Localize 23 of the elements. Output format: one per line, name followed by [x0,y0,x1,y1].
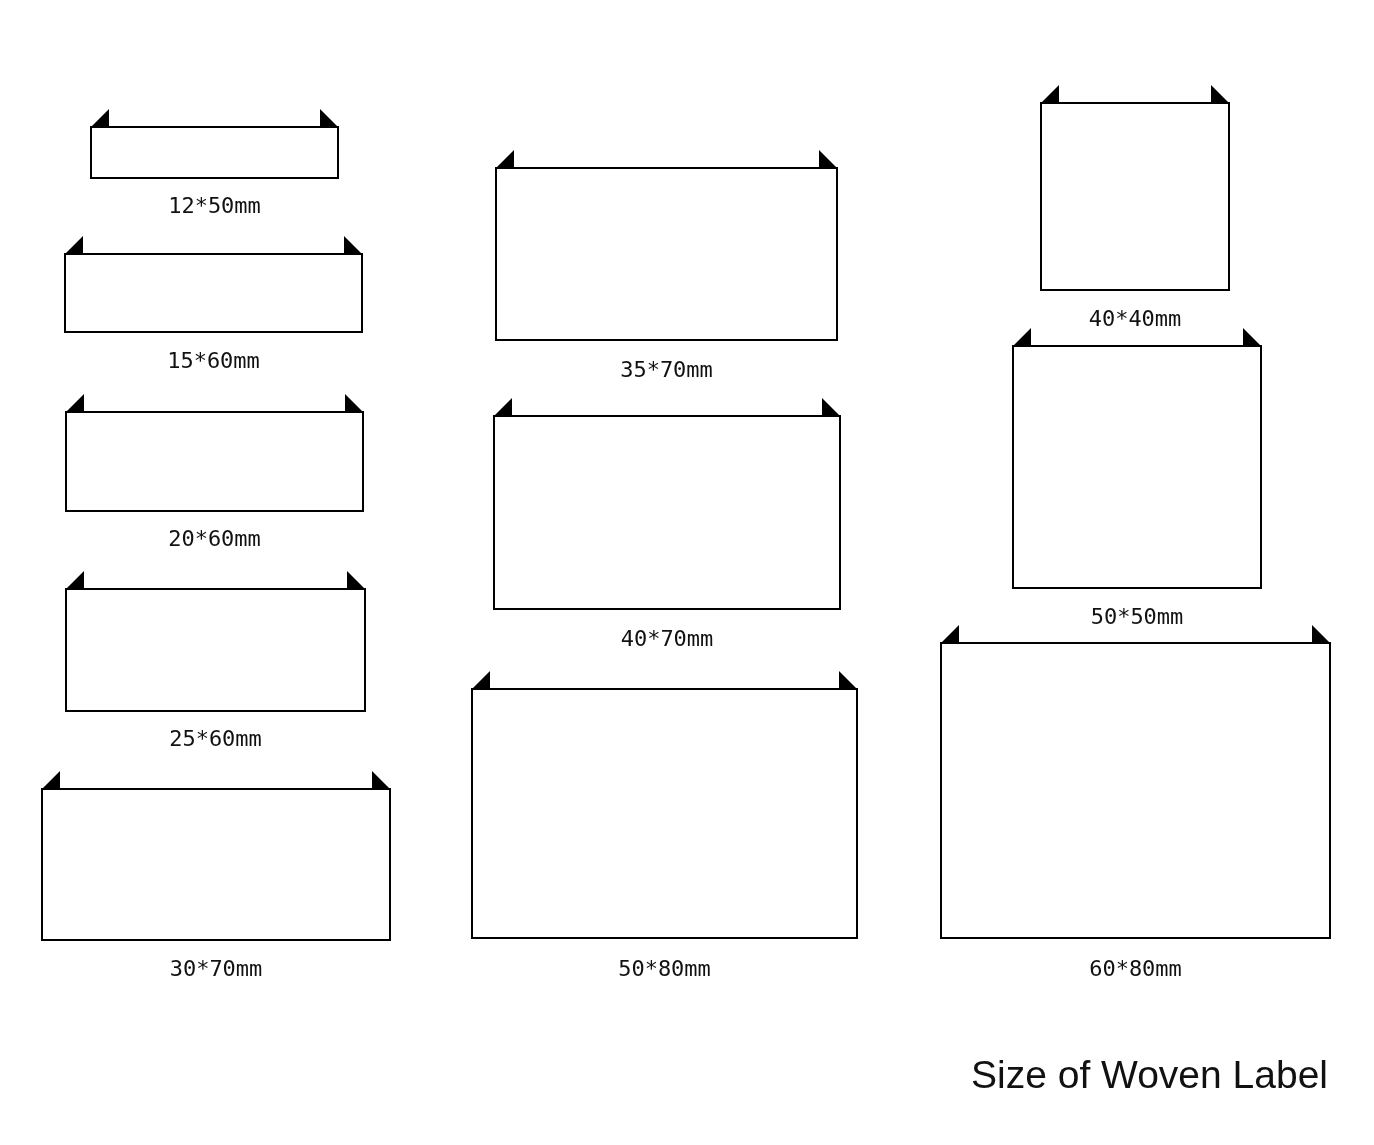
size-label: 12*50mm [168,192,261,218]
woven-label-outline [940,625,1331,939]
size-label: 50*50mm [1090,603,1184,629]
size-label: 40*40mm [1088,305,1182,331]
woven-label-outline [65,571,366,712]
woven-label-outline [471,671,858,939]
title: Size of Woven Label [971,1053,1328,1097]
size-label: 50*80mm [618,955,711,981]
woven-label-outline [41,771,391,941]
woven-label-outline [495,150,838,341]
size-label: 20*60mm [168,525,261,551]
woven-label-outline [64,236,363,333]
woven-label-outline [65,394,364,512]
size-label: 30*70mm [169,955,263,981]
woven-label-outline [493,398,841,610]
woven-label-outline [90,109,339,179]
size-label: 60*80mm [1089,955,1182,981]
size-label: 25*60mm [169,725,262,751]
woven-label-outline [1040,85,1230,291]
size-label: 35*70mm [620,356,713,382]
size-label: 15*60mm [167,347,260,373]
woven-label-outline [1012,328,1262,589]
size-label: 40*70mm [620,625,714,651]
